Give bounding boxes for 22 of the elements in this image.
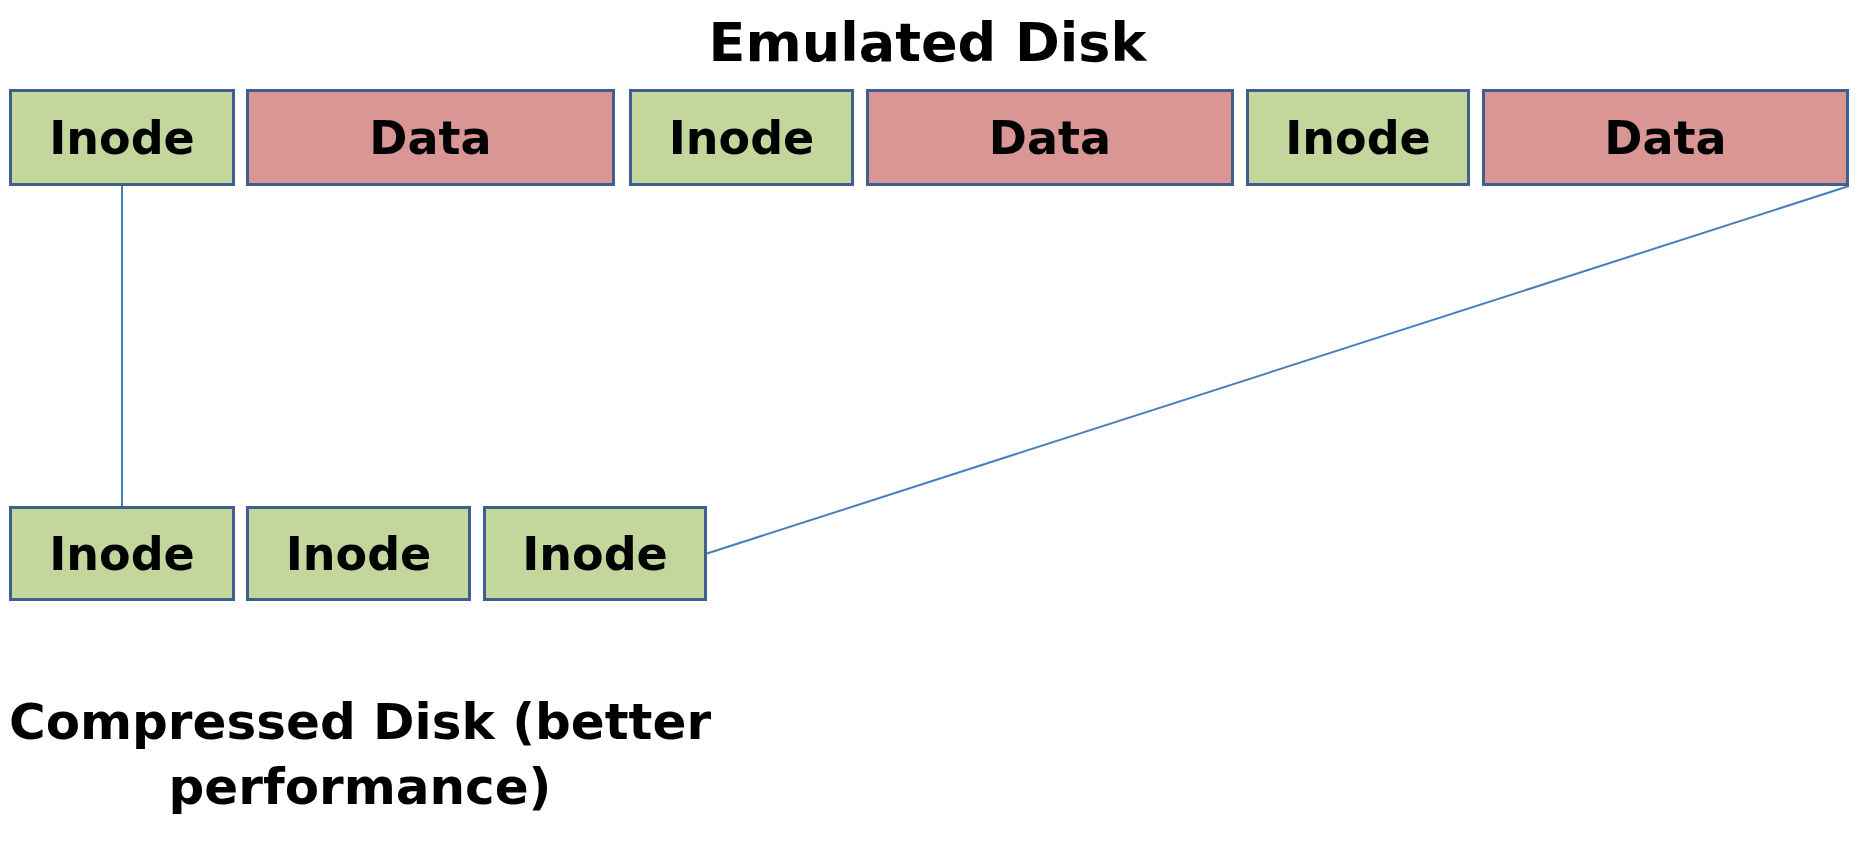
block-label: Inode (522, 526, 668, 581)
group-caption: Compressed Disk (better performance) (7, 692, 713, 818)
data-block (866, 89, 1234, 186)
block-label: Data (369, 110, 492, 165)
inode-block (9, 89, 235, 186)
inode-block (1246, 89, 1470, 186)
connector-line (121, 185, 123, 507)
inode-block (629, 89, 854, 186)
block-label: Inode (668, 110, 815, 165)
data-block (1482, 89, 1849, 186)
connector-line (706, 185, 1850, 555)
block-label: Data (988, 110, 1112, 165)
block-label: Data (1604, 110, 1727, 165)
inode-block (246, 506, 471, 601)
block-label: Inode (49, 110, 195, 165)
data-block (246, 89, 615, 186)
block-label: Inode (1285, 110, 1431, 165)
inode-block (9, 506, 235, 601)
block-label: Inode (49, 526, 195, 581)
block-label: Inode (285, 526, 432, 581)
inode-block (483, 506, 707, 601)
diagram-title: Emulated Disk (707, 10, 1148, 76)
